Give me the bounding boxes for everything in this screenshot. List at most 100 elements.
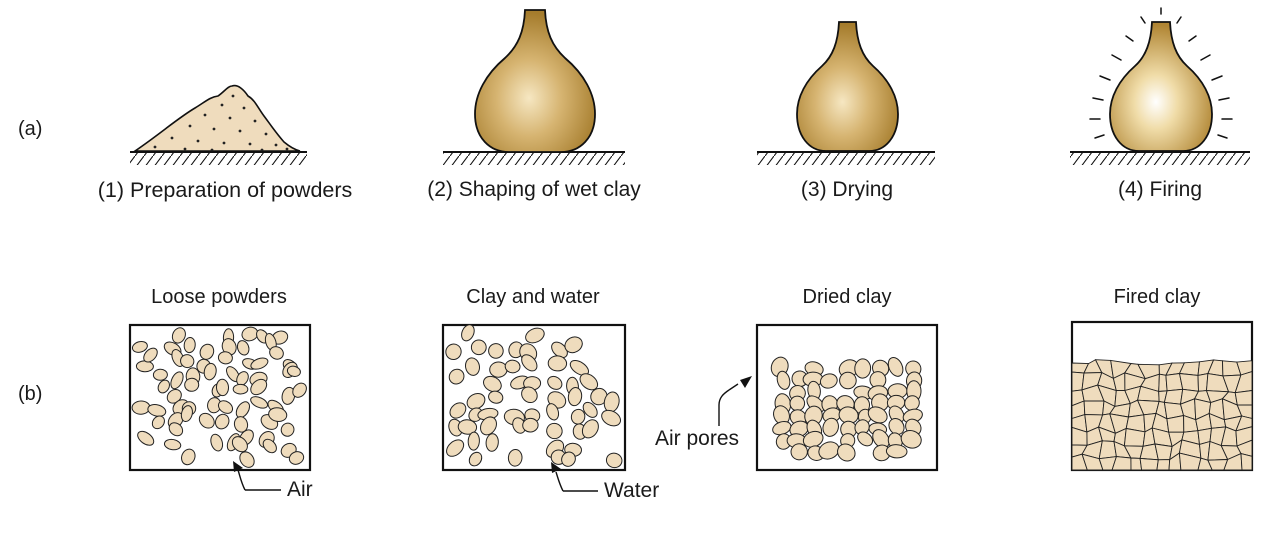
row-label-b: (b) (18, 383, 43, 405)
clay-particle (445, 343, 462, 361)
clay-particle (525, 327, 545, 344)
clay-particle (446, 439, 465, 457)
clay-particle (157, 379, 170, 394)
clay-particle (837, 443, 856, 462)
clay-particle (215, 378, 230, 397)
clay-particle (601, 409, 622, 427)
clay-particle (488, 390, 504, 404)
fused-grain (1234, 389, 1253, 406)
clay-particle (887, 357, 904, 377)
clay-particle (250, 378, 268, 396)
box-2-title: Clay and water (466, 286, 600, 308)
clay-particle (465, 357, 480, 376)
clay-particle (152, 368, 168, 381)
clay-particle (569, 360, 590, 376)
clay-particle (217, 351, 233, 365)
clay-particle (250, 396, 269, 409)
air-callout-label: Air (287, 478, 313, 501)
clay-particle (579, 373, 599, 391)
clay-particle (551, 341, 568, 359)
clay-particle (137, 430, 155, 446)
clay-particle (214, 413, 230, 430)
clay-particle (521, 354, 538, 372)
clay-particle (180, 354, 195, 369)
clay-particle (561, 451, 576, 467)
glow-rays-icon (1089, 7, 1233, 139)
clay-particle (489, 361, 508, 378)
clay-particle (522, 417, 539, 433)
clay-particle (485, 433, 499, 452)
fused-grain (1156, 459, 1171, 471)
clay-particle (581, 419, 599, 439)
fused-grain (1098, 440, 1117, 460)
clay-particle (480, 416, 497, 436)
clay-particle (131, 340, 148, 353)
clay-particle (143, 347, 158, 363)
clay-particle (470, 339, 487, 356)
clay-particle (488, 343, 504, 359)
air-pores-callout-arrow (718, 376, 752, 426)
clay-particle (180, 405, 193, 423)
clay-particle (885, 444, 908, 459)
clay-particle (521, 386, 538, 404)
clay-particle (822, 417, 839, 437)
powder-pile-icon (132, 84, 301, 152)
clay-particle (567, 387, 583, 407)
clay-particle (483, 375, 502, 393)
clay-particle (147, 404, 167, 417)
fired-clay-box (1070, 320, 1254, 472)
clay-particle (466, 392, 486, 410)
clay-particle (250, 357, 269, 370)
fused-grain (1178, 372, 1199, 392)
air-callout-arrow (233, 461, 281, 491)
clay-particle (605, 452, 623, 469)
water-callout-arrow (551, 462, 598, 492)
clay-particle (292, 382, 307, 398)
clay-particle (839, 371, 857, 390)
vase-icon (796, 21, 899, 152)
clay-particle (231, 436, 248, 453)
clay-particle (790, 443, 808, 461)
fused-grain (1163, 388, 1184, 405)
clay-particle (183, 337, 196, 354)
clay-particle (546, 403, 560, 421)
fused-grain (1083, 400, 1105, 416)
clay-particle (888, 418, 905, 435)
clay-particle (163, 438, 182, 451)
stage-1-caption: (1) Preparation of powders (97, 178, 353, 202)
air-pores-callout-label: Air pores (655, 427, 740, 450)
clay-water-box (441, 323, 627, 472)
clay-particle (776, 370, 791, 390)
clay-particle (854, 358, 872, 379)
clay-particle (236, 340, 250, 356)
clay-particle (221, 338, 237, 356)
clay-particle (457, 419, 478, 435)
clay-particle (854, 419, 870, 436)
clay-particle (217, 400, 234, 414)
clay-particle (546, 422, 563, 440)
clay-particle (461, 324, 475, 342)
clay-particle (468, 451, 483, 467)
clay-particle (281, 386, 296, 405)
fused-grain (1240, 453, 1253, 471)
clay-particle (900, 429, 922, 449)
clay-particle (582, 401, 598, 418)
clay-particle (203, 362, 217, 381)
clay-particle (818, 441, 840, 460)
clay-particle (448, 368, 465, 385)
clay-particle (198, 412, 215, 429)
clay-particle (449, 402, 467, 419)
clay-particle (232, 383, 249, 395)
clay-particle (170, 371, 184, 390)
fused-grain (1139, 457, 1159, 471)
hatched-ground-icon (130, 151, 307, 165)
clay-particle (288, 451, 305, 465)
clay-particle (135, 360, 154, 373)
clay-particle (467, 431, 480, 451)
clay-particle (564, 336, 583, 354)
stage-3-caption: (3) Drying (800, 178, 894, 201)
clay-particle (268, 407, 288, 422)
clay-particle (239, 451, 255, 468)
